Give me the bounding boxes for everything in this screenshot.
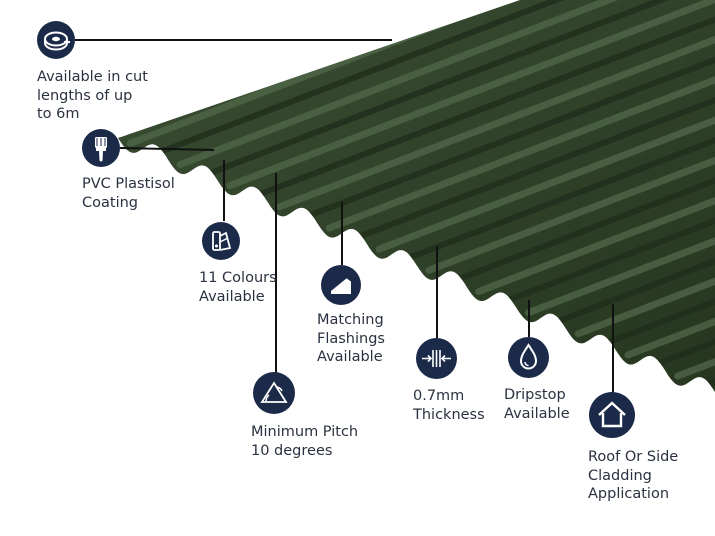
corrugation-ridge xyxy=(325,9,715,232)
corrugation-ridge xyxy=(351,20,715,242)
feature-label-coating: PVC Plastisol Coating xyxy=(82,176,175,211)
corrugation-ridge xyxy=(600,126,715,348)
feature-label-application: Roof Or Side Cladding Application xyxy=(588,449,679,502)
corrugation-ridge xyxy=(524,94,715,317)
feature-label-dripstop: Dripstop Available xyxy=(504,387,570,422)
leader-line-coating xyxy=(119,147,215,151)
feature-label-flashings: Matching Flashings Available xyxy=(317,312,385,365)
corrugation-ridge xyxy=(251,0,715,200)
corrugation-ridge xyxy=(401,41,715,263)
corrugation-ridge xyxy=(574,115,715,338)
corrugation-ridge xyxy=(550,105,715,327)
water-drop-icon xyxy=(508,337,549,378)
tape-measure-icon xyxy=(37,21,75,59)
corrugation-ridge xyxy=(500,84,715,306)
corrugation-ridge xyxy=(301,0,715,221)
thickness-arrows-icon xyxy=(416,338,457,379)
feature-label-cut-lengths: Available in cut lengths of up to 6m xyxy=(37,69,148,122)
pitch-triangle-icon xyxy=(253,372,295,414)
feature-label-thickness: 0.7mm Thickness xyxy=(413,388,485,423)
colour-swatch-icon xyxy=(202,222,240,260)
corrugation-ridge xyxy=(425,51,715,274)
feature-label-pitch: Minimum Pitch 10 degrees xyxy=(251,424,359,459)
flashing-icon xyxy=(321,265,361,305)
corrugation-ridge xyxy=(276,0,715,211)
corrugation-ridge xyxy=(475,72,715,295)
corrugation-ridge xyxy=(450,62,715,284)
corrugation-ridge xyxy=(226,0,715,190)
corrugation-ridge xyxy=(152,0,715,157)
feature-label-colours: 11 Colours Available xyxy=(199,270,277,305)
sheet-corrugations xyxy=(126,0,715,390)
corrugation-ridge xyxy=(375,30,715,253)
house-icon xyxy=(589,392,635,438)
corrugation-ridge xyxy=(176,0,715,168)
paint-brush-icon xyxy=(82,129,120,167)
corrugation-ridge xyxy=(202,0,715,179)
